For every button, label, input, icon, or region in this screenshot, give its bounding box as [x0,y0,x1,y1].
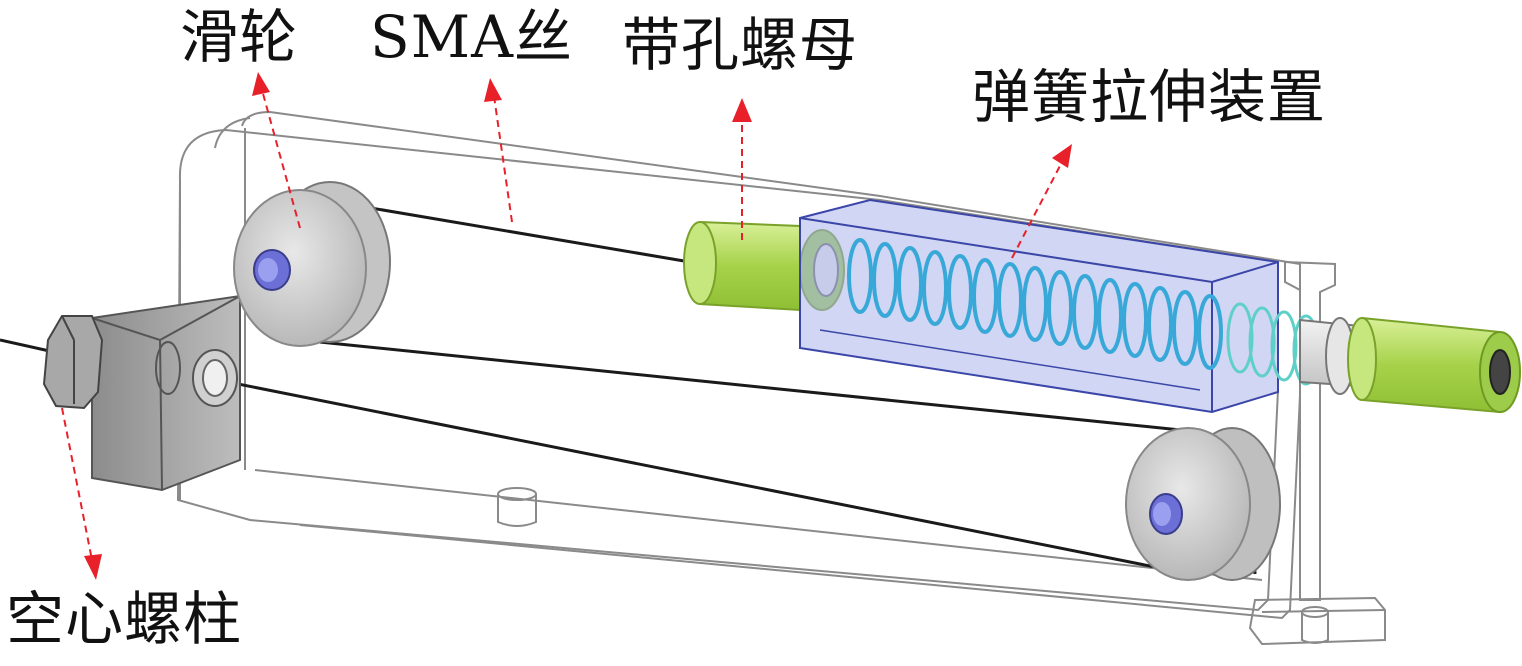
label-spring-stretch-device: 弹簧拉伸装置 [972,63,1327,131]
spring-housing [799,198,1279,414]
spring [847,238,1223,370]
label-sma-wire: SMA丝 [370,3,574,71]
hollow-bolt-assembly [42,294,241,492]
outer-spring [1226,302,1320,386]
label-pulley: 滑轮 [180,3,299,71]
arrow-heads [84,72,1072,580]
upper-pulley [233,181,391,347]
lower-pulley [1125,427,1281,581]
leader-arrows [61,89,1063,561]
label-nut-with-hole: 带孔螺母 [622,11,859,79]
nut-with-hole-right [1347,316,1521,414]
arrow-spring-device [1011,161,1063,259]
label-hollow-bolt: 空心螺柱 [6,585,243,653]
arrow-sma-wire [493,95,513,223]
arrow-hollow-bolt [61,407,93,561]
tension-shaft [1299,317,1361,395]
